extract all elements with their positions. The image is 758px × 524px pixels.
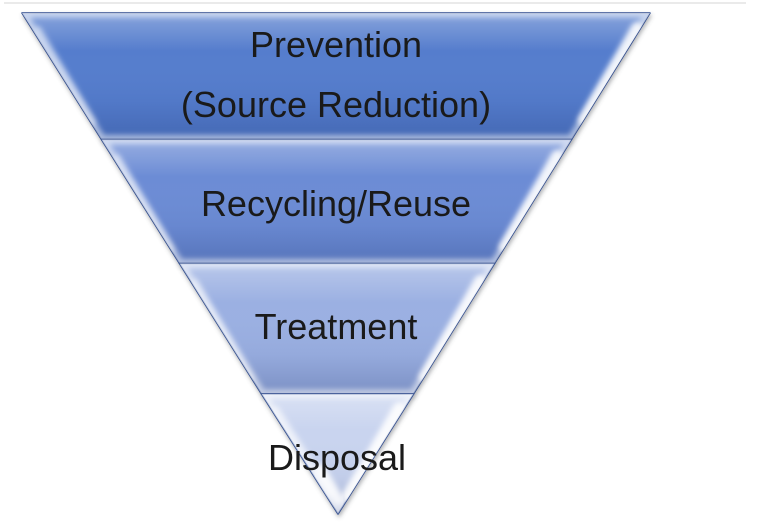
level-2-gloss-highlight-right [499, 150, 563, 253]
level-1-prevention: Prevention (Source Reduction) [21, 12, 651, 141]
level-1-sublabel: (Source Reduction) [181, 84, 491, 125]
level-1-label: Prevention [250, 24, 422, 65]
level-4-bevel [261, 394, 414, 514]
level-1-shade-overlay [22, 13, 650, 140]
level-3-treatment: Treatment [178, 262, 496, 395]
level-4-apex-shine [314, 464, 344, 506]
level-2-recycling-reuse: Recycling/Reuse [100, 138, 573, 265]
level-1-gloss-highlight-right [578, 22, 643, 126]
level-1-gloss-highlight-left [34, 26, 96, 126]
level-4-label: Disposal [268, 437, 406, 478]
level-4-disposal: Disposal [260, 393, 415, 515]
level-3-bevel [179, 263, 495, 394]
level-2-gloss-highlight-left [113, 154, 174, 253]
level-4-shade-overlay [261, 394, 414, 514]
level-2-label: Recycling/Reuse [201, 183, 471, 224]
level-2-shade-overlay [101, 139, 572, 264]
level-3-shade-overlay [179, 263, 495, 394]
level-3-label: Treatment [255, 306, 418, 347]
level-4-gloss-highlight-right [342, 402, 405, 502]
